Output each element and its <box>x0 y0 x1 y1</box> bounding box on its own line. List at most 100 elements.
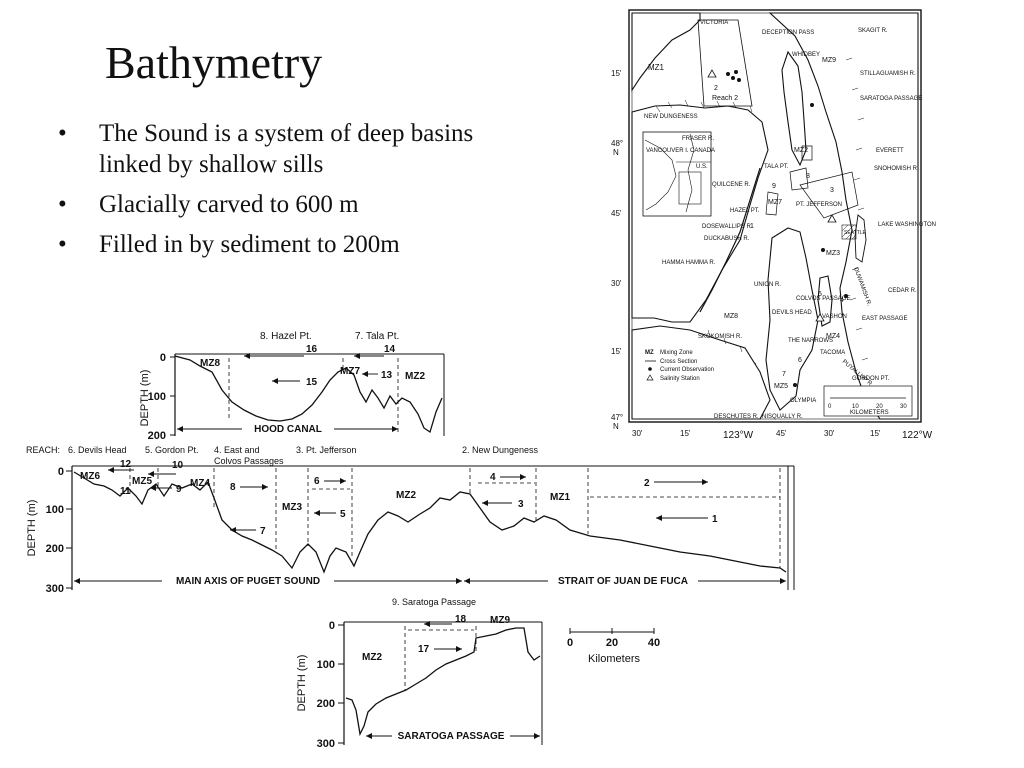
hood-reach-label: 7. Tala Pt. <box>355 331 399 342</box>
hood-span-arrow <box>392 426 398 432</box>
map-lon-label: 30' <box>632 429 643 438</box>
bullet-text: Filled in by sediment to 200m <box>99 231 400 258</box>
hood-label-bg <box>242 423 334 435</box>
saratoga-bottom-label: SARATOGA PASSAGE <box>398 731 505 742</box>
map-scale-tick: 10 <box>852 404 859 410</box>
coast-hatch <box>707 329 757 365</box>
map-lon-label: 123°W <box>723 430 754 441</box>
main-arrowhead <box>314 510 320 516</box>
saratoga-arrowhead <box>456 646 462 652</box>
map-lon-label: 15' <box>870 429 881 438</box>
cross-section-box <box>799 171 859 219</box>
saratoga-ytick: 300 <box>317 738 335 750</box>
hood-bathymetry-line <box>174 355 443 434</box>
main-number-9: 9 <box>176 484 182 495</box>
inset-vancouver-label: VANCOUVER I. <box>646 148 689 154</box>
profile-scale-label: 40 <box>648 637 660 649</box>
map-label-mz8: MZ8 <box>724 313 738 320</box>
hood-canal-profile: DEPTH (m) 0 100 200 8. Hazel Pt. 7. Tala… <box>139 331 445 442</box>
legend-mixing-zone: Mixing Zone <box>660 350 693 356</box>
map-scale-tick: 20 <box>876 404 883 410</box>
saratoga-reach-label: 9. Saratoga Passage <box>392 597 476 607</box>
main-arrowhead <box>230 527 236 533</box>
current-observation-icon <box>844 294 848 298</box>
main-ytick: 100 <box>46 504 64 516</box>
inset-coast <box>644 139 677 211</box>
current-observation-icon <box>810 103 814 107</box>
profile-scale-label: 0 <box>567 637 573 649</box>
current-observation-icon <box>726 72 730 76</box>
legend-mz-symbol: MZ <box>645 350 654 356</box>
map-label-deschutes: DESCHUTES R. <box>714 414 759 420</box>
kitsap-peninsula-land <box>765 227 819 411</box>
hood-ytick: 0 <box>160 352 166 364</box>
saratoga-span-arrow <box>366 733 372 739</box>
map-legend: MZ Mixing Zone Cross Section Current Obs… <box>645 350 714 382</box>
map-number: 4 <box>840 297 844 304</box>
main-bottom-left-label: MAIN AXIS OF PUGET SOUND <box>176 576 320 587</box>
map-number: 1 <box>750 223 754 230</box>
main-number-12: 12 <box>120 459 132 470</box>
saratoga-zone-mz9: MZ9 <box>490 615 510 626</box>
main-reach-prefix: REACH: <box>26 445 60 455</box>
hood-number-16: 16 <box>306 344 318 355</box>
map-number: 6 <box>798 357 802 364</box>
map-label-duckabush: DUCKABUSH R. <box>704 236 750 242</box>
map-number: 2 <box>714 85 718 92</box>
hood-arrowhead <box>362 371 368 377</box>
main-zone-mz4: MZ4 <box>190 478 210 489</box>
map-label-narrows: THE NARROWS <box>788 338 833 344</box>
inset-us-label: U.S. <box>696 164 708 170</box>
bullet-item: •Filled in by sediment to 200m <box>58 229 518 260</box>
map-label-seattle: SEATTLE <box>844 230 867 236</box>
map-label-jefferson: PT. JEFFERSON <box>796 202 842 208</box>
current-observation-icon <box>821 248 825 252</box>
main-bathymetry-line <box>73 471 787 574</box>
inset-frame <box>642 131 712 217</box>
map-label-dosewallips: DOSEWALLIPS R. <box>702 224 753 230</box>
map-label-deception: DECEPTION PASS <box>762 30 814 36</box>
map-label-mz1: MZ1 <box>648 63 665 72</box>
map-label-east-passage: EAST PASSAGE <box>862 316 907 322</box>
map-lon-label: 30' <box>824 429 835 438</box>
map-label-vashon: VASHON <box>822 314 847 320</box>
legend-cross-section: Cross Section <box>660 359 697 365</box>
hood-number-13: 13 <box>381 370 393 381</box>
main-number-8: 8 <box>230 482 236 493</box>
map-lat-label: 45' <box>611 209 622 218</box>
bullet-list: •The Sound is a system of deep basins li… <box>58 118 518 269</box>
hood-zone-mz7: MZ7 <box>340 366 360 377</box>
map-label-mz5: MZ5 <box>774 383 788 390</box>
map-label-mz3: MZ3 <box>826 250 840 257</box>
map-label-gordon: GORDON PT. <box>852 376 890 382</box>
south-sound-land <box>631 325 771 420</box>
saratoga-ylabel: DEPTH (m) <box>296 655 308 712</box>
main-reach-label: 3. Pt. Jefferson <box>296 445 356 455</box>
map-number: 3 <box>830 187 834 194</box>
main-number-10: 10 <box>172 460 184 471</box>
hood-arrowhead <box>354 353 360 359</box>
map-label-mz9: MZ9 <box>822 57 836 64</box>
map-lat-label: 48°N <box>611 139 623 157</box>
legend-salinity-icon <box>646 374 654 381</box>
saratoga-number-17: 17 <box>418 644 430 655</box>
legend-salinity: Salinity Station <box>660 376 700 382</box>
fuca-span-arrow <box>780 578 786 584</box>
saratoga-ytick: 100 <box>317 659 335 671</box>
map-lat-label: 15' <box>611 69 622 78</box>
hood-canal-channel <box>699 167 761 313</box>
hood-span-arrow <box>177 426 183 432</box>
mainland-land <box>768 12 919 420</box>
hood-number-15: 15 <box>306 377 318 388</box>
inset-fraser-label: FRASER R. <box>682 136 714 142</box>
map-number: 9 <box>772 183 776 190</box>
coast-hatch <box>655 99 753 113</box>
main-number-2: 2 <box>644 478 650 489</box>
current-observation-icon <box>793 383 797 387</box>
main-reach-label: 6. Devils Head <box>68 445 127 455</box>
map-label-nisqually: NISQUALLY R. <box>762 414 803 420</box>
hood-number-14: 14 <box>384 344 396 355</box>
inset-study-area <box>678 171 702 205</box>
saratoga-number-18: 18 <box>455 614 467 625</box>
vancouver-island-land <box>631 12 701 92</box>
